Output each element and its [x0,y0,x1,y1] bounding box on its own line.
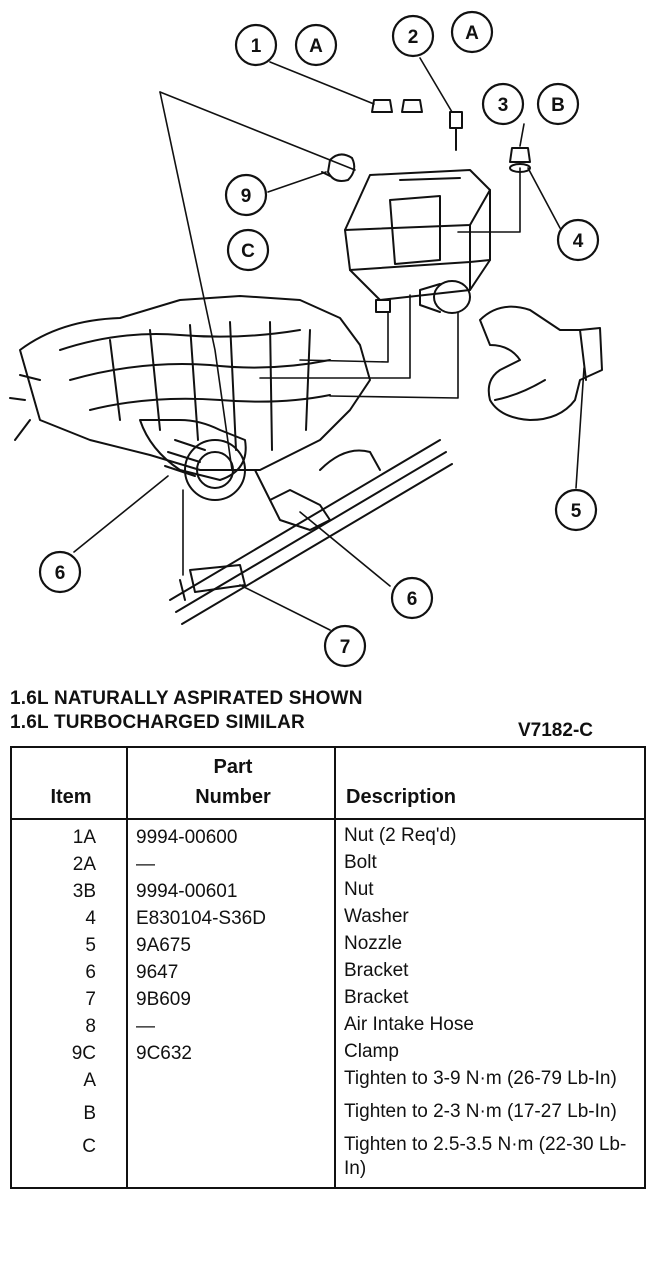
table-row: 1A 9994-00600 Nut (2 Req'd) [11,819,645,851]
exploded-parts-diagram: 1 A 2 A 3 B 9 C 4 5 6 6 7 [9,10,603,668]
callout-A-2: A [465,23,479,44]
air-cleaner-housing [344,169,491,314]
table-row: A Tighten to 3-9 N·m (26-79 Lb-In) [11,1067,645,1100]
callout-circles [38,10,600,668]
table-row: C Tighten to 2.5-3.5 N·m (22-30 Lb-In) [11,1133,645,1188]
cell-part: 9994-00601 [127,878,336,905]
table-row: 3B 9994-00601 Nut [11,878,645,905]
figure-code: V7182-C [518,720,593,741]
table-row: 6 9647 Bracket [11,959,645,986]
cell-part: 9C632 [127,1040,336,1067]
cell-part [127,1133,336,1188]
caption-line-2: 1.6L TURBOCHARGED SIMILAR [10,712,305,733]
cell-desc: Clamp [344,1041,399,1062]
table-row: 7 9B609 Bracket [11,986,645,1013]
cell-item: 5 [11,932,128,959]
callout-C: C [241,241,255,262]
cell-part: — [127,1013,336,1040]
cell-desc: Air Intake Hose [344,1014,474,1035]
callout-7: 7 [340,637,351,658]
cell-item: C [11,1133,128,1188]
cell-desc: Bracket [344,987,409,1008]
cell-item: A [11,1067,128,1100]
callout-6-right: 6 [407,589,418,610]
header-description: Description [335,747,645,820]
cell-part [127,1067,336,1100]
callout-4: 4 [573,231,584,252]
cell-desc: Washer [344,906,409,927]
cell-desc: Bolt [344,852,377,873]
callout-A-1: A [309,36,323,57]
cell-desc: Nut (2 Req'd) [344,825,457,846]
cell-item: 1A [11,819,128,851]
table-row: 2A — Bolt [11,851,645,878]
cell-item: B [11,1100,128,1133]
cell-item: 8 [11,1013,128,1040]
caption-line-1: 1.6L NATURALLY ASPIRATED SHOWN [10,688,363,709]
callout-labels: 1 A 2 A 3 B 9 C 4 5 6 6 7 [55,23,584,658]
cell-item: 9C [11,1040,128,1067]
table-header-row: Item Part Number Description [11,747,645,820]
cell-part: E830104-S36D [127,905,336,932]
callout-2: 2 [408,27,419,48]
table-row: 9C 9C632 Clamp [11,1040,645,1067]
header-part-line2: Number [195,786,271,808]
cell-part: 9B609 [127,986,336,1013]
cell-desc: Bracket [344,960,409,981]
table-row: B Tighten to 2-3 N·m (17-27 Lb-In) [11,1100,645,1133]
cell-part: 9647 [127,959,336,986]
cell-desc: Nozzle [344,933,403,954]
header-item: Item [11,747,128,820]
callout-1: 1 [251,36,262,57]
cell-item: 3B [11,878,128,905]
cell-item: 4 [11,905,128,932]
callout-3: 3 [498,95,509,116]
callout-5: 5 [571,501,582,522]
parts-table: Item Part Number Description 1A 9994-006… [10,746,646,1189]
engine-illustration [9,295,371,501]
table-row: 5 9A675 Nozzle [11,932,645,959]
cell-item: 7 [11,986,128,1013]
cell-desc: Tighten to 2-3 N·m (17-27 Lb-In) [344,1101,617,1122]
cell-desc: Nut [344,879,374,900]
cell-item: 2A [11,851,128,878]
nozzle-illustration [479,305,603,421]
cell-desc: Tighten to 2.5-3.5 N·m (22-30 Lb-In) [344,1134,627,1179]
leader-lines [73,57,585,631]
table-row: 8 — Air Intake Hose [11,1013,645,1040]
fasteners [321,99,531,313]
cell-part [127,1100,336,1133]
cell-desc: Tighten to 3-9 N·m (26-79 Lb-In) [344,1068,617,1089]
callout-B: B [551,95,565,116]
cell-part: 9A675 [127,932,336,959]
header-part-number: Part Number [127,747,336,820]
table-row: 4 E830104-S36D Washer [11,905,645,932]
cell-part: — [127,851,336,878]
callout-9: 9 [241,186,252,207]
header-part-line1: Part [213,756,253,778]
cell-item: 6 [11,959,128,986]
brackets-illustration [169,439,453,625]
callout-6-left: 6 [55,563,66,584]
cell-part: 9994-00600 [127,819,336,851]
